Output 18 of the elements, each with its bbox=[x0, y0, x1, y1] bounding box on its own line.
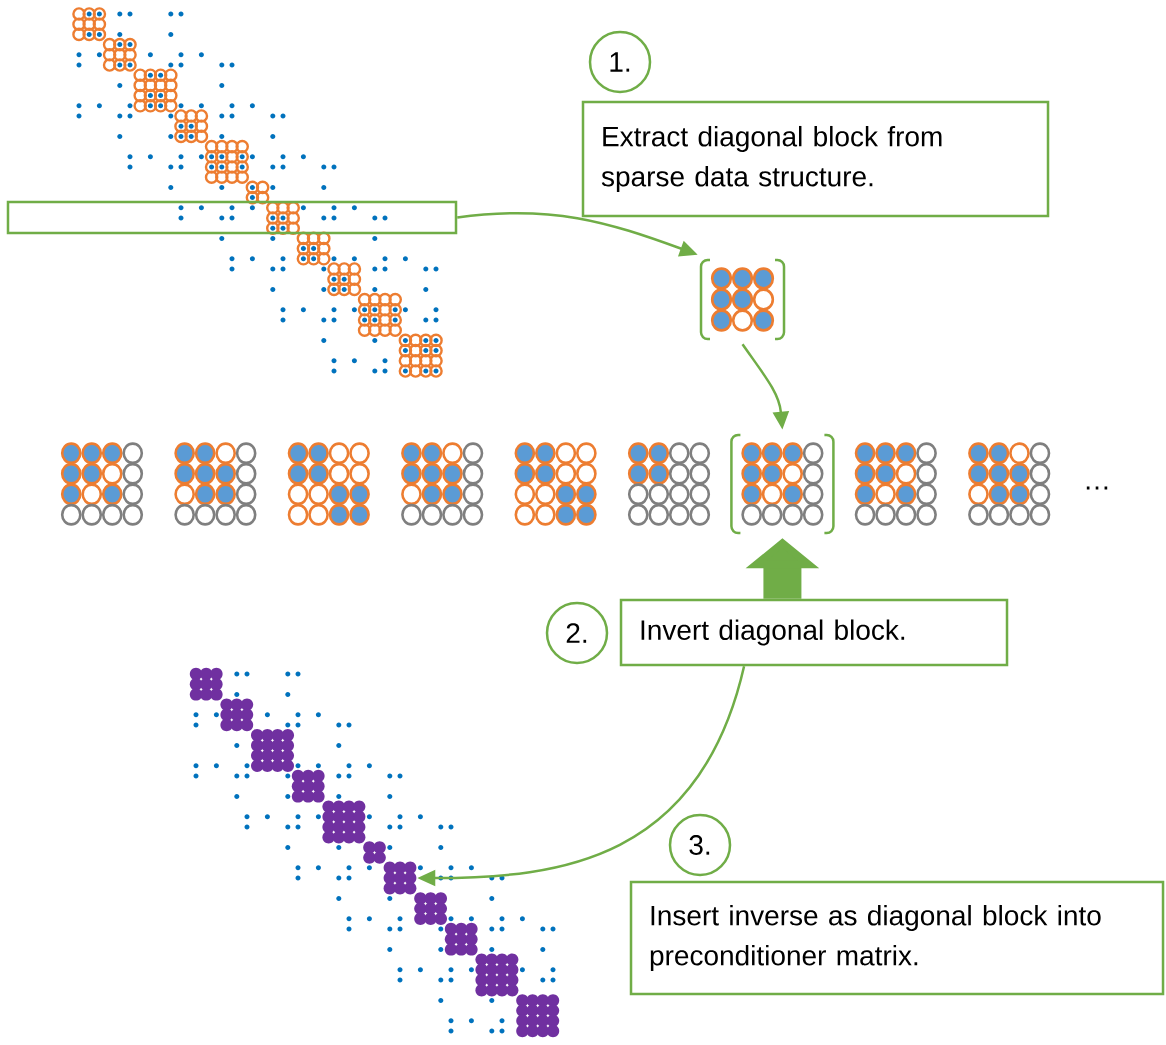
matrix-block-drawing bbox=[699, 258, 786, 341]
matrix-block-drawing bbox=[514, 442, 597, 526]
matrix-block-drawing bbox=[401, 442, 484, 526]
matrix-block bbox=[383, 861, 417, 895]
matrix-block-drawing bbox=[627, 442, 711, 526]
matrix-block-drawing bbox=[730, 433, 835, 535]
sparse-matrix-drawing bbox=[189, 667, 560, 1038]
matrix-block-drawing bbox=[174, 442, 257, 526]
ellipsis: … bbox=[1086, 486, 1108, 490]
instruction-box: Invert diagonal block. bbox=[619, 598, 1009, 667]
instruction-box: Insert inverse as diagonal block into preconditioner matrix. bbox=[629, 880, 1165, 996]
matrix-block-drawing bbox=[60, 442, 144, 526]
matrix-block-drawing bbox=[854, 442, 937, 526]
highlight-band bbox=[6, 200, 458, 235]
matrix-block-drawing bbox=[968, 442, 1051, 526]
instruction-box: Extract diagonal block from sparse data structure. bbox=[581, 100, 1050, 218]
sparse-matrix-drawing bbox=[72, 7, 443, 378]
matrix-block-drawing bbox=[287, 442, 370, 526]
